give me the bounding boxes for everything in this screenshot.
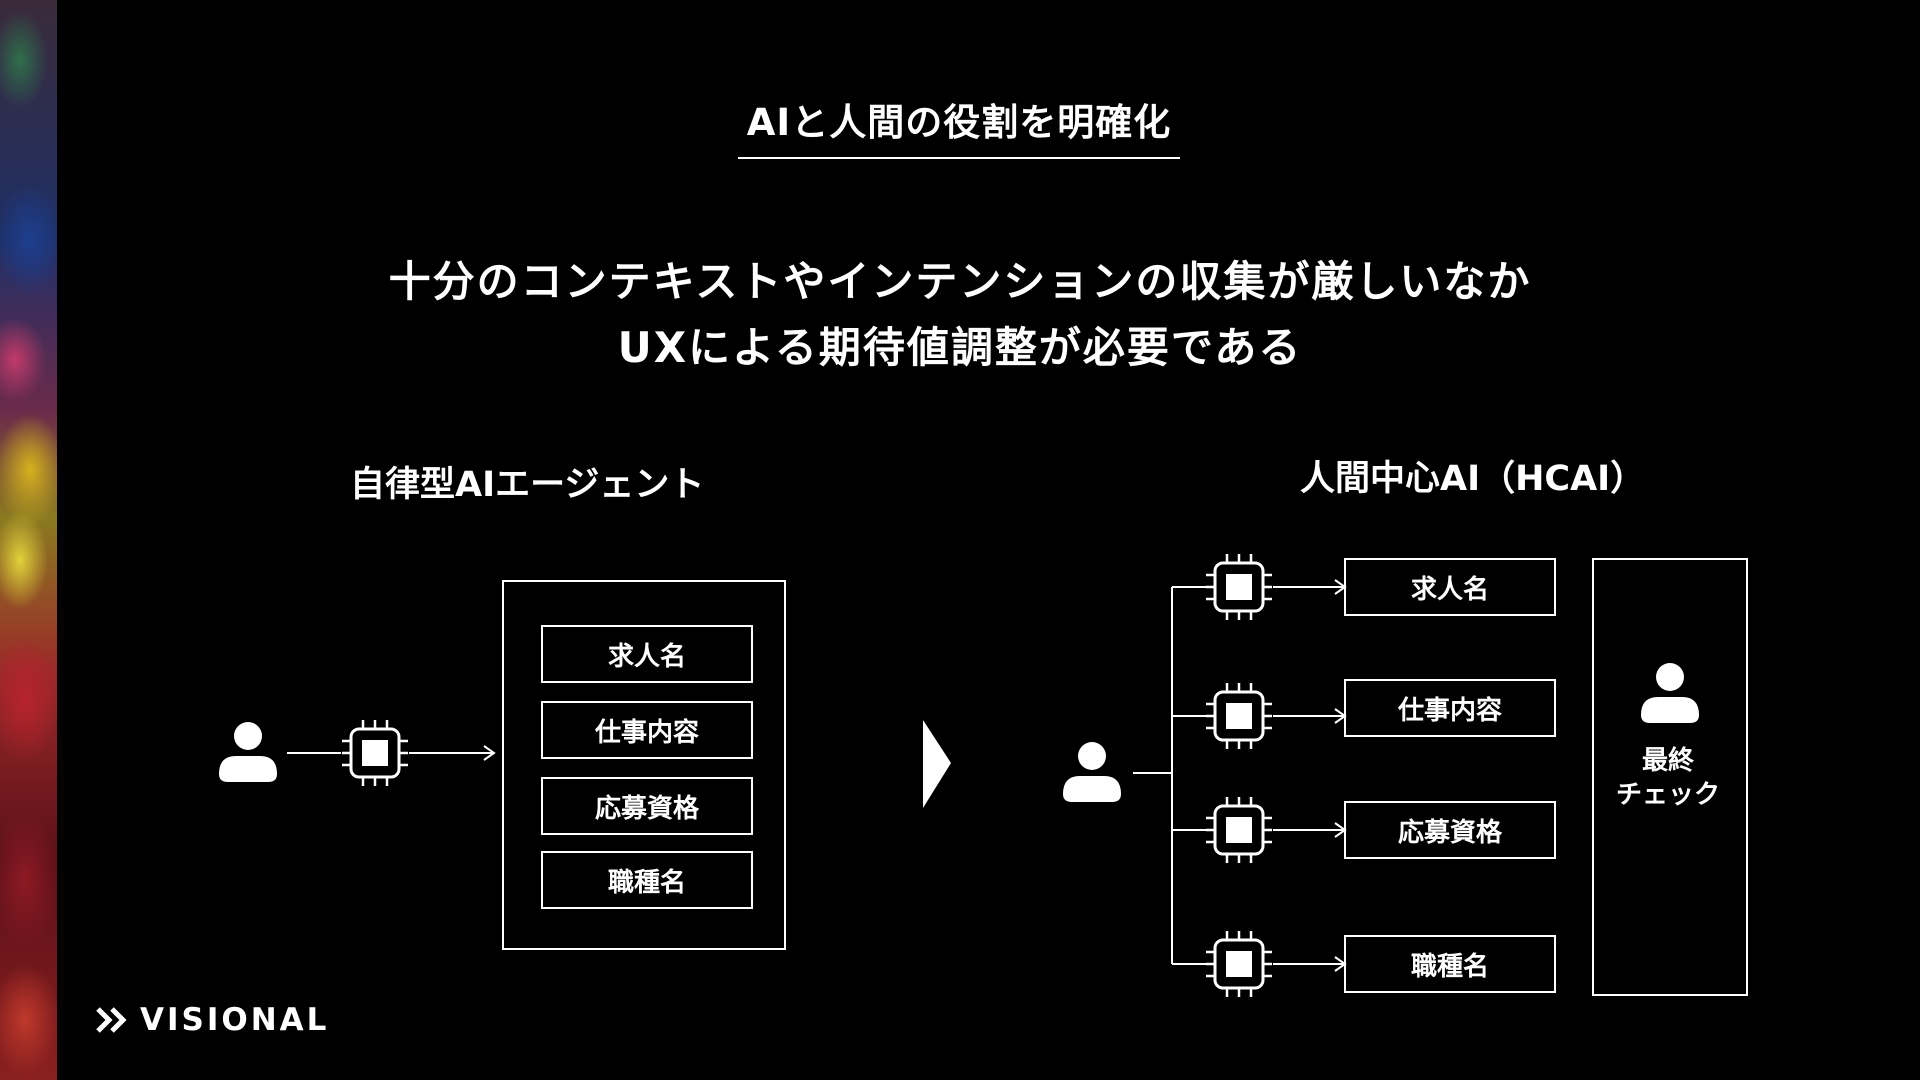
left-arrow-right-icon	[483, 745, 496, 761]
branch-1	[1172, 552, 1347, 622]
right-field-job-category: 職種名	[1344, 935, 1556, 993]
logo-text: VISIONAL	[140, 1002, 330, 1038]
final-check-line-2: チェック	[1615, 780, 1720, 810]
right-user-icon	[1063, 742, 1121, 802]
headline-line-1: 十分のコンテキストやインテンションの収集が厳しいなか	[388, 257, 1532, 306]
headline-line-2: UXによる期待値調整が必要である	[617, 323, 1303, 372]
left-field-job-description: 仕事内容	[541, 701, 753, 759]
left-output-box	[502, 580, 786, 950]
final-check-line-1: 最終	[1641, 746, 1694, 776]
branch-2	[1172, 681, 1347, 751]
branch-3	[1172, 795, 1347, 865]
final-check-label: 最終 チェック	[1590, 744, 1746, 812]
left-field-qualifications: 応募資格	[541, 777, 753, 835]
page-title: AIと人間の役割を明確化	[746, 101, 1172, 144]
left-user-icon	[219, 722, 277, 782]
left-field-job-title: 求人名	[541, 625, 753, 683]
left-cpu-chip-icon	[340, 718, 410, 788]
visional-chevron-icon	[96, 1007, 127, 1033]
right-field-job-description: 仕事内容	[1344, 679, 1556, 737]
right-field-job-title: 求人名	[1344, 558, 1556, 616]
branch-4	[1172, 929, 1347, 999]
title-underline	[738, 157, 1180, 159]
autonomous-agent-heading: 自律型AIエージェント	[350, 465, 705, 505]
left-field-job-category: 職種名	[541, 851, 753, 909]
visional-logo: VISIONAL	[96, 1002, 329, 1038]
right-field-qualifications: 応募資格	[1344, 801, 1556, 859]
final-check-box	[1592, 558, 1748, 996]
hcai-heading: 人間中心AI（HCAI）	[1300, 459, 1646, 499]
decorative-strip	[0, 0, 57, 1080]
transition-triangle-right-icon	[923, 720, 951, 808]
